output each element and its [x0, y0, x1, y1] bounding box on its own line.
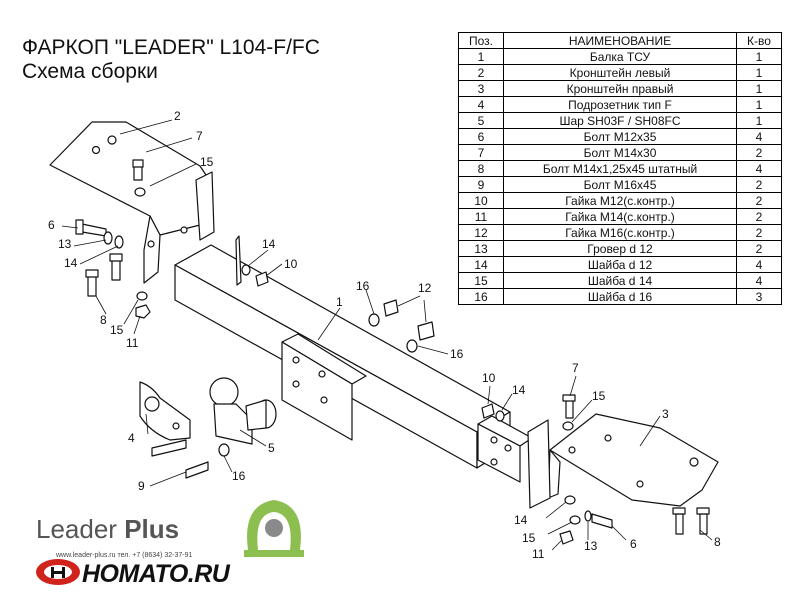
callout-3-label: 3 [662, 407, 669, 421]
callout-15-left-label: 15 [200, 155, 214, 169]
brand-name: Leader Plus [36, 514, 179, 545]
callout-15-right-label: 15 [592, 389, 606, 403]
title-line-model: ФАРКОП "LEADER" L104-F/FC [22, 36, 320, 59]
callout-11-bottom-label: 11 [532, 547, 545, 561]
homato-emblem-icon [36, 559, 80, 585]
nuts-washers-drawing [103, 187, 592, 545]
callout-14-top-label: 14 [262, 237, 276, 251]
brand-name-bold: Plus [124, 514, 180, 544]
title-line-subtitle: Схема сборки [22, 60, 158, 83]
callout-4-label: 4 [128, 431, 135, 445]
tow-beam-drawing [174, 235, 533, 483]
cell-name: Кронштейн правый [503, 80, 737, 97]
callout-12-label: 12 [418, 281, 432, 295]
callout-labels: 2 7 15 6 13 14 8 15 11 14 10 1 16 12 16 … [48, 109, 721, 561]
cell-name: Шайба d 16 [503, 288, 737, 305]
right-bracket-drawing [527, 413, 719, 509]
callout-14-bottom-label: 14 [514, 513, 528, 527]
bolts-drawing [75, 159, 710, 535]
callout-14-right-label: 14 [512, 383, 526, 397]
callout-16-bottom-label: 16 [232, 469, 246, 483]
callout-8-bottom-label: 8 [714, 535, 721, 549]
leader-plus-logo-icon [244, 500, 304, 557]
homato-site-label: HOMATO.RU [82, 560, 230, 588]
callout-13-left-label: 13 [58, 237, 72, 251]
callout-9-label: 9 [138, 479, 145, 493]
callout-6-left-label: 6 [48, 218, 55, 232]
callout-15-lower-label: 15 [110, 323, 124, 337]
callout-11-left-label: 11 [126, 336, 139, 350]
cell-position: 12 [458, 224, 504, 241]
callout-10-right-label: 10 [482, 371, 496, 385]
callout-10-top-label: 10 [284, 257, 298, 271]
cell-quantity: 3 [736, 288, 782, 305]
callout-5-label: 5 [268, 441, 275, 455]
socket-bracket-drawing [139, 381, 191, 441]
callout-15-bottom-label: 15 [522, 531, 536, 545]
callout-1-beam-label: 2 [174, 109, 181, 123]
callout-16-mid-label: 16 [450, 347, 464, 361]
cell-name: Болт М14х30 [503, 144, 737, 161]
brand-contacts: www.leader-plus.ru тел. +7 (8634) 32-37-… [56, 552, 193, 559]
tow-ball-drawing [209, 377, 277, 445]
callout-7-left-label: 7 [196, 129, 203, 143]
cell-name: Гайка М16(с.контр.) [503, 224, 737, 241]
cell-name: Шайба d 14 [503, 272, 737, 289]
callout-16-top-label: 16 [356, 279, 370, 293]
brand-name-regular: Leader [36, 514, 117, 544]
cell-name: Болт М14х1,25х45 штатный [503, 160, 737, 177]
callout-8-left-label: 8 [100, 313, 107, 327]
leader-lines [61, 119, 713, 551]
left-bracket-drawing [49, 121, 215, 284]
callout-14-left-label: 14 [64, 256, 78, 270]
callout-6-bottom-label: 6 [630, 537, 637, 551]
callout-7-right-label: 7 [572, 361, 579, 375]
callout-13-bottom-label: 13 [584, 539, 598, 553]
callout-1-label: 1 [336, 295, 343, 309]
diagram-title: ФАРКОП "LEADER" L104-F/FC Схема сборки [22, 36, 320, 84]
